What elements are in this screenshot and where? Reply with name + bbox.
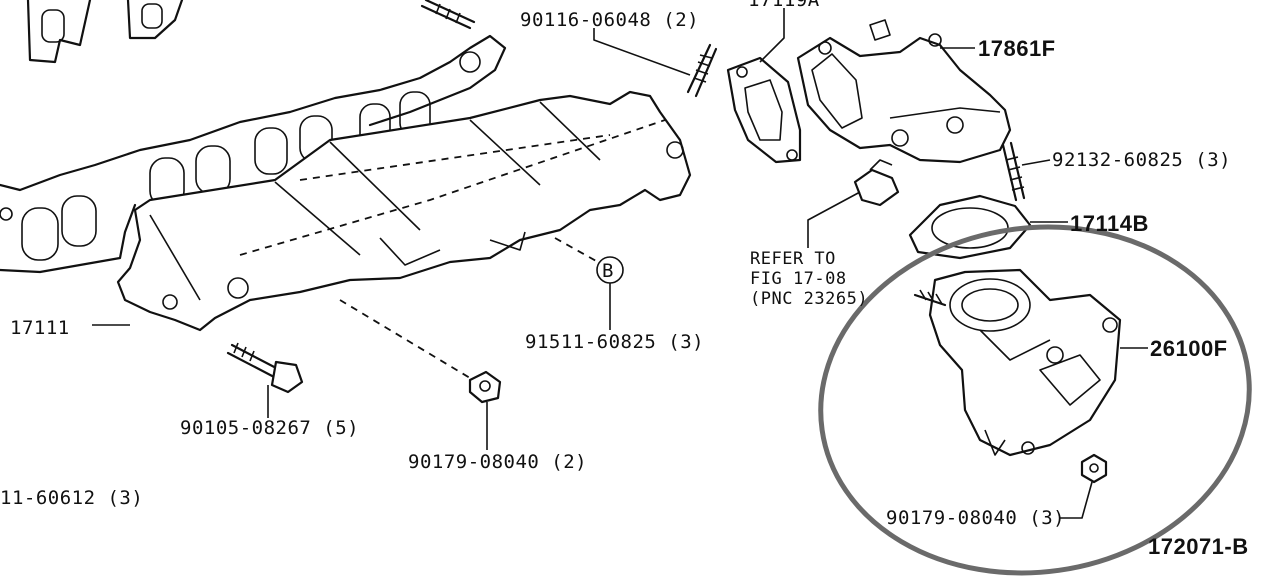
refer-note-line1: REFER TO — [750, 249, 836, 269]
nut-90179-right — [1080, 453, 1108, 484]
label-17119a: 17119A — [748, 0, 820, 11]
label-92132: 92132-60825 (3) — [1052, 149, 1231, 171]
label-17114b: 17114B — [1070, 211, 1149, 236]
gasket-17114b — [908, 194, 1032, 260]
refer-note-line3: (PNC 23265) — [750, 289, 868, 309]
label-91511: 91511-60825 (3) — [525, 331, 704, 353]
gasket-17119a — [726, 56, 802, 164]
label-17861f: 17861F — [978, 36, 1056, 61]
bolt-90105 — [226, 342, 304, 394]
marker-b-label: B — [602, 260, 614, 282]
elbow-17861f — [796, 19, 1012, 164]
stud-92132 — [1001, 141, 1026, 202]
label-17111: 17111 — [10, 317, 70, 339]
stud-90116 — [686, 43, 718, 98]
label-90116: 90116-06048 (2) — [520, 9, 699, 31]
highlight-ring — [818, 224, 1252, 576]
stud-top-center — [420, 0, 476, 30]
refer-note-line2: FIG 17-08 — [750, 269, 847, 289]
label-90105: 90105-08267 (5) — [180, 417, 359, 439]
marker-b: B — [596, 256, 624, 284]
gasket-fragment-top-left — [26, 0, 184, 64]
label-26100f: 26100F — [1150, 336, 1228, 361]
label-90179-right: 90179-08040 (3) — [886, 507, 1065, 529]
figure-code: 172071-B — [1148, 534, 1249, 559]
nut-90179-center — [468, 370, 502, 404]
leader-lines — [92, 8, 1148, 519]
throttle-body-26100f — [913, 268, 1122, 457]
intake-manifold — [0, 34, 692, 332]
label-partial-911: 11-60612 (3) — [0, 487, 143, 509]
sensor — [853, 159, 900, 207]
label-90179-center: 90179-08040 (2) — [408, 451, 587, 473]
